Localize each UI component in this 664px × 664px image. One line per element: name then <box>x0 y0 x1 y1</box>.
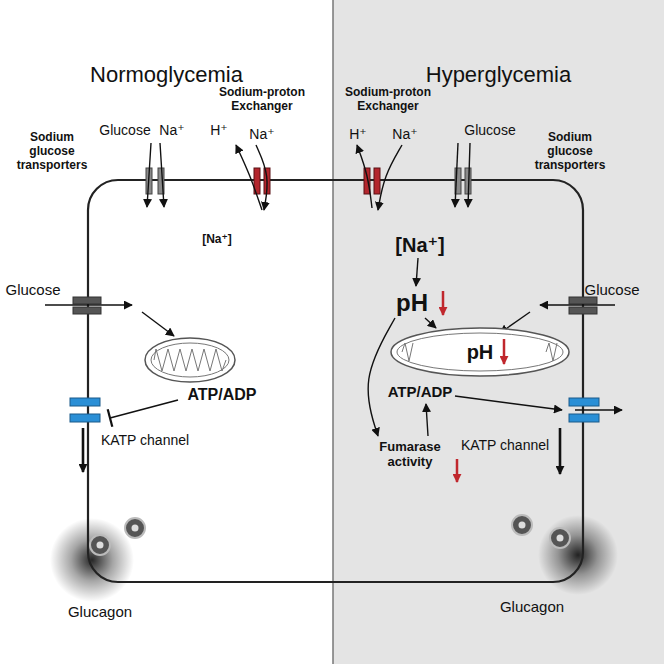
label-text: ATP/ADP <box>388 383 453 400</box>
flow-arrow <box>147 143 151 207</box>
cell-membrane <box>88 180 583 582</box>
flow-arrow <box>455 396 562 410</box>
label-text: KATP channel <box>461 437 549 453</box>
label-text: Fumarase activity <box>370 440 450 470</box>
katp-symbol <box>70 398 599 422</box>
label-text: KATP channel <box>101 432 189 448</box>
flow-arrow <box>425 318 436 328</box>
flow-arrow <box>455 143 458 207</box>
label-text: Na⁺ <box>159 122 184 138</box>
inhibition-line <box>108 400 178 427</box>
glucagon-release <box>50 518 134 602</box>
label-text: pH <box>396 289 428 317</box>
flow-arrow <box>160 143 164 207</box>
label-text: Sodium glucose transporters <box>6 131 98 172</box>
flow-arrow <box>357 145 372 208</box>
flow-arrow <box>236 145 262 210</box>
decrease-arrow <box>442 291 445 315</box>
flow-arrow <box>82 428 85 472</box>
label-text: Sodium-proton Exchanger <box>216 86 308 114</box>
flow-arrow <box>559 428 562 474</box>
label-text: Na⁺ <box>392 126 417 142</box>
label-text: Glucose <box>464 122 515 138</box>
panel-title: Normoglycemia <box>0 62 333 88</box>
panel-ground <box>333 0 664 664</box>
label-text: Sodium glucose transporters <box>524 131 616 172</box>
glucagon-granule <box>90 515 570 555</box>
label-text: Glucagon <box>68 603 132 620</box>
nhe-symbol <box>254 168 380 194</box>
label-text: Glucose <box>584 281 639 298</box>
flow-arrow <box>426 404 428 436</box>
flow-arrow <box>45 304 132 305</box>
label-text: Glucagon <box>500 598 564 615</box>
panel-title: Hyperglycemia <box>333 62 664 88</box>
flow-arrow <box>368 318 395 436</box>
flow-arrow <box>142 312 174 336</box>
flow-arrow <box>575 409 622 410</box>
panel-divider <box>332 0 334 664</box>
flow-arrow <box>378 145 402 210</box>
label-text: H⁺ <box>210 122 228 138</box>
flow-arrow <box>416 258 418 286</box>
label-text: Na⁺ <box>249 126 274 142</box>
glut-symbol <box>73 297 597 314</box>
label-text: ATP/ADP <box>187 386 256 404</box>
label-text: Glucose <box>5 281 60 298</box>
decrease-arrow <box>503 339 506 364</box>
label-text: Glucose <box>99 122 150 138</box>
label-text: H⁺ <box>349 126 367 142</box>
sglt-symbol <box>146 168 471 194</box>
flow-arrow <box>256 145 267 210</box>
panel-ground <box>0 0 333 664</box>
flow-arrow <box>540 304 615 305</box>
mito-ph-label: pH <box>390 341 570 364</box>
decrease-arrow <box>456 459 459 482</box>
flow-arrow <box>468 143 470 207</box>
mitochondrion-symbol <box>145 338 235 382</box>
label-text: [Na⁺] <box>202 233 232 247</box>
mitochondrion: pH <box>390 327 570 377</box>
label-text: [Na⁺] <box>395 234 444 257</box>
label-text: Sodium-proton Exchanger <box>342 86 434 114</box>
